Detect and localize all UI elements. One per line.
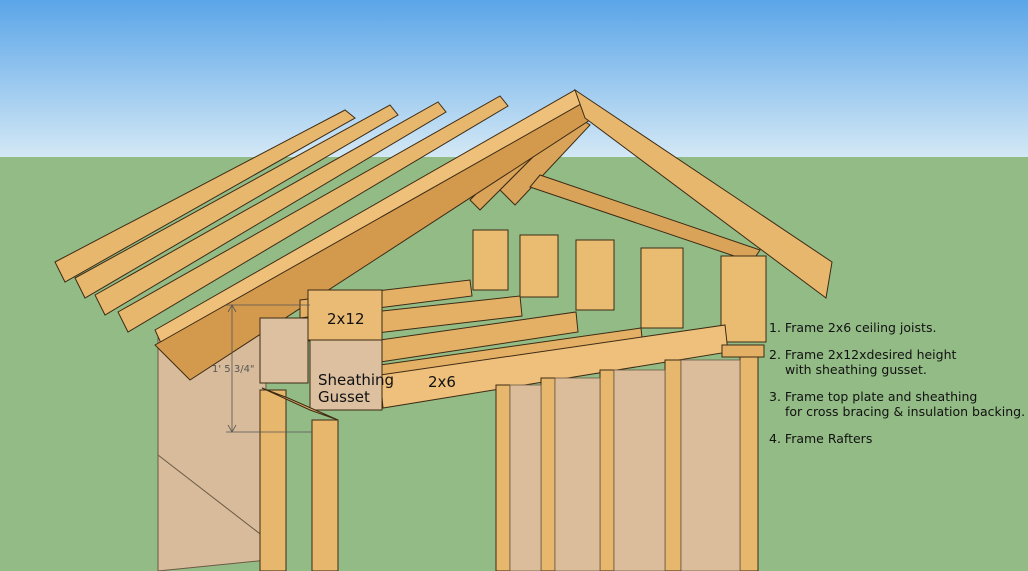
right-rafter	[574, 88, 833, 299]
sheathing-gusset	[309, 339, 383, 411]
2x12-label: 2x12	[327, 310, 365, 328]
step-item: 3. Frame top plate and sheathing for cro…	[769, 389, 1026, 419]
right-corner-plate	[721, 344, 765, 358]
instruction-list: 1. Frame 2x6 ceiling joists. 2. Frame 2x…	[769, 320, 1028, 458]
2x12-block	[307, 289, 383, 341]
ceiling-joist-ends	[472, 229, 767, 343]
gusset-label: Gusset	[318, 388, 370, 406]
wall-sheathing-back	[509, 359, 741, 571]
top-plate-label: 2x6	[428, 373, 456, 391]
sheathing-label: Sheathing	[318, 371, 395, 389]
step-item: 4. Frame Rafters	[769, 431, 873, 446]
step-item: 1. Frame 2x6 ceiling joists.	[769, 320, 937, 335]
front-wall-studs	[259, 351, 759, 571]
left-rafters	[54, 89, 591, 381]
dimension-label: 1' 5 3/4"	[212, 364, 255, 375]
dimension-line	[226, 304, 312, 433]
step-item: 2. Frame 2x12xdesired height with sheath…	[769, 347, 957, 377]
header-plate	[261, 387, 339, 421]
left-sheathing-block	[259, 317, 309, 384]
